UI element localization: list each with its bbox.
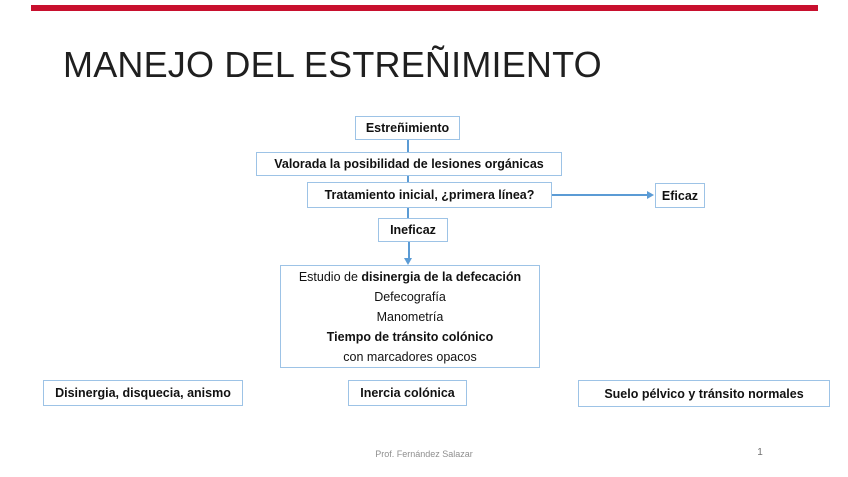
flow-node-estudio-disinergia: Estudio de disinergia de la defecación D… [280, 265, 540, 368]
connector-valorada-tratamiento [407, 176, 409, 182]
flow-node-inercia-colonica: Inercia colónica [348, 380, 467, 406]
study-line-3: Manometría [376, 309, 444, 324]
flow-node-eficaz: Eficaz [655, 183, 705, 208]
study-line-2: Defecografía [374, 289, 446, 304]
slide-title: MANEJO DEL ESTREÑIMIENTO [63, 44, 602, 85]
arrowhead-right-icon [647, 191, 654, 199]
flow-node-ineficaz: Ineficaz [378, 218, 448, 242]
study-line-1-prefix: Estudio de [298, 269, 362, 284]
connector-ineficaz-estudio [408, 242, 410, 259]
flow-node-disinergia-disquecia-anismo: Disinergia, disquecia, anismo [43, 380, 243, 406]
connector-tratamiento-eficaz [552, 194, 647, 196]
flow-node-suelo-pelvico-normales: Suelo pélvico y tránsito normales [578, 380, 830, 407]
study-line-4: Tiempo de tránsito colónico [326, 329, 494, 344]
flow-node-estrenimiento: Estreñimiento [355, 116, 460, 140]
study-line-1-bold: disinergia de la defecación [361, 269, 522, 284]
footer-author: Prof. Fernández Salazar [375, 449, 473, 459]
flow-node-tratamiento-inicial: Tratamiento inicial, ¿primera línea? [307, 182, 552, 208]
page-number: 1 [757, 447, 763, 458]
slide-accent-bar [31, 5, 818, 11]
arrowhead-down-icon [404, 258, 412, 265]
connector-tratamiento-ineficaz [407, 208, 409, 218]
study-line-5: con marcadores opacos [343, 349, 477, 364]
flow-node-valorada-lesiones: Valorada la posibilidad de lesiones orgá… [256, 152, 562, 176]
connector-estrenimiento-valorada [407, 140, 409, 152]
study-line-1: Estudio de disinergia de la defecación [299, 267, 521, 287]
